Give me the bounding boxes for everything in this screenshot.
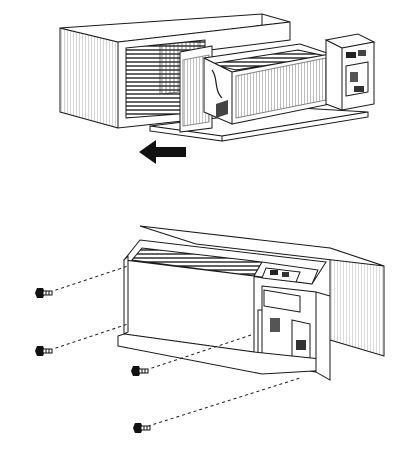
screw-leader-line — [43, 265, 129, 295]
sleeve-top-2 — [139, 225, 385, 267]
screw-icon — [133, 423, 151, 433]
screw-icon — [131, 366, 149, 376]
screw-icon — [35, 346, 53, 356]
chassis — [149, 33, 376, 142]
screw-leader-line — [43, 323, 129, 353]
screws — [35, 265, 301, 433]
assembled-unit — [117, 239, 331, 381]
panel-step-2 — [35, 225, 385, 433]
insertion-arrow-icon — [139, 140, 186, 164]
panel-step-1 — [59, 13, 376, 164]
screw-leader-line — [139, 333, 255, 373]
screw-leader-line — [141, 377, 301, 429]
screw-icon — [35, 288, 53, 298]
